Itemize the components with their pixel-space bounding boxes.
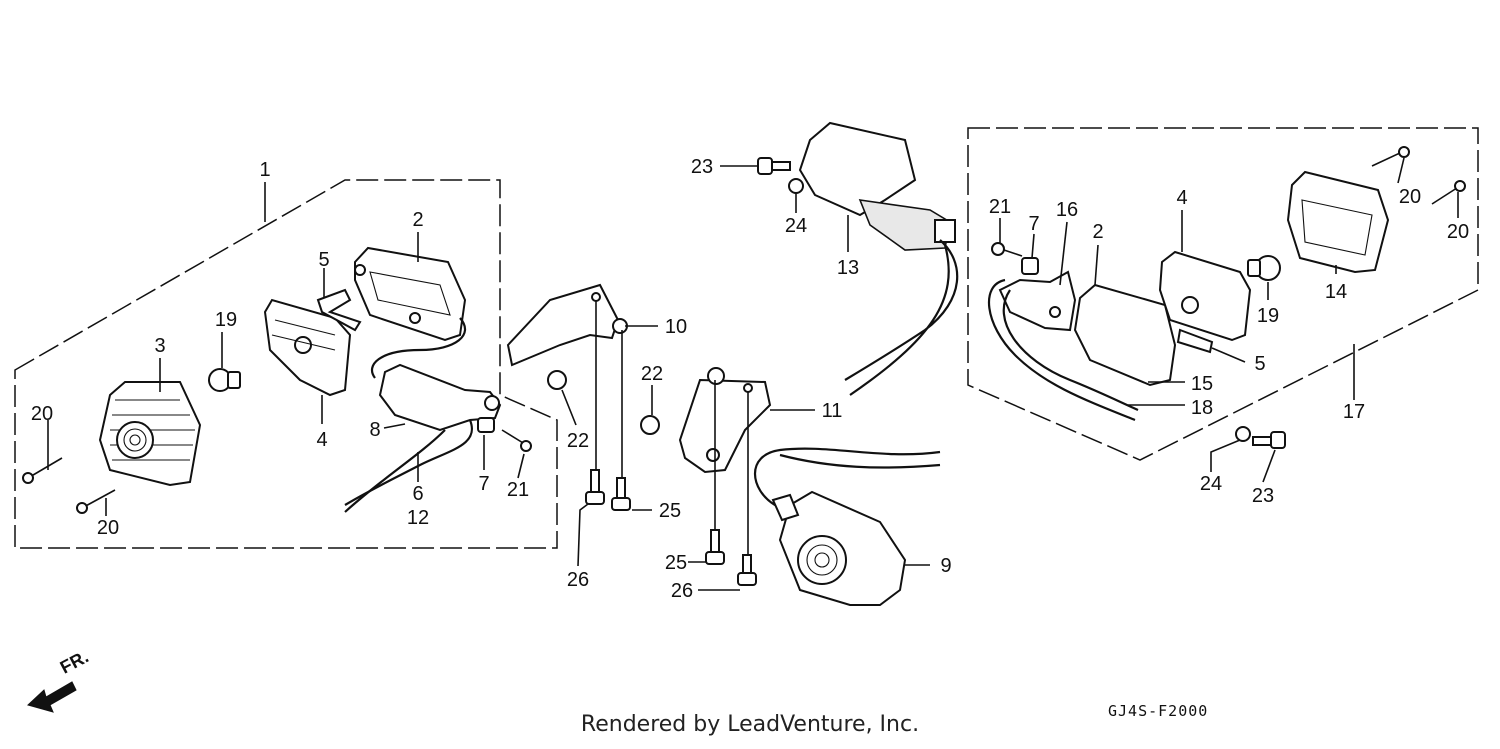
rear-lamp-13	[798, 121, 956, 251]
callout-26-b: 26	[671, 580, 693, 602]
callout-23-b: 23	[1252, 485, 1274, 507]
callout-8: 8	[369, 419, 380, 441]
callout-5-right: 5	[1254, 353, 1265, 375]
case-right	[1073, 283, 1177, 387]
callout-3: 3	[154, 335, 165, 357]
callout-15: 15	[1191, 373, 1213, 395]
callout-24-a: 24	[785, 215, 807, 237]
callout-20-c: 20	[1399, 186, 1421, 208]
nut-22-a	[547, 370, 567, 390]
bolt-23-top	[757, 157, 804, 194]
callout-11: 11	[822, 400, 843, 422]
callout-22-a: 22	[567, 430, 589, 452]
case-left	[354, 246, 467, 342]
callout-2-right: 2	[1092, 221, 1103, 243]
bolt-26-b	[737, 554, 757, 586]
left-assembly-boundary	[14, 179, 558, 549]
callout-20-d: 20	[1447, 221, 1469, 243]
callout-4-right: 4	[1176, 187, 1187, 209]
callout-24-b: 24	[1200, 473, 1222, 495]
screw-left-b	[76, 489, 116, 514]
callout-21-left: 21	[507, 479, 529, 501]
socket-housing-left	[263, 298, 352, 397]
callout-21-right: 21	[989, 196, 1011, 218]
callout-20-a: 20	[31, 403, 53, 425]
bracket-10	[506, 283, 628, 367]
right-assembly-boundary	[967, 127, 1479, 461]
callout-25-b: 25	[665, 552, 687, 574]
callout-14: 14	[1325, 281, 1347, 303]
callout-10: 10	[665, 316, 687, 338]
callout-12: 12	[407, 507, 429, 529]
nut-22-b	[640, 415, 660, 435]
front-lens-left	[98, 381, 202, 487]
callout-7-right: 7	[1028, 213, 1039, 235]
callout-18: 18	[1191, 397, 1213, 419]
front-direction-arrow-icon	[27, 681, 77, 713]
socket-housing-right	[1158, 250, 1252, 342]
bulb-right	[1247, 255, 1281, 281]
screw-right-b	[1431, 180, 1466, 205]
callout-2-left: 2	[412, 209, 423, 231]
screw-21-left	[501, 429, 532, 452]
bulb-left	[208, 368, 241, 392]
callout-19-left: 19	[215, 309, 237, 331]
callout-26-a: 26	[567, 569, 589, 591]
wire-lamp-9	[753, 447, 941, 506]
callout-19-right: 19	[1257, 305, 1279, 327]
callout-16: 16	[1056, 199, 1078, 221]
callout-23-a: 23	[691, 156, 713, 178]
nut-7-right	[1021, 257, 1039, 275]
bolt-25-b	[705, 529, 725, 565]
callout-25-a: 25	[659, 500, 681, 522]
callout-22-b: 22	[641, 363, 663, 385]
bracket-11	[678, 367, 772, 474]
front-lens-right	[1286, 170, 1390, 274]
callout-4-left: 4	[316, 429, 327, 451]
wire-harness-right	[987, 278, 1139, 422]
leader-lines	[47, 157, 1459, 591]
callout-9: 9	[940, 555, 951, 577]
bolt-26-a	[585, 469, 605, 505]
callout-20-b: 20	[97, 517, 119, 539]
callout-1: 1	[259, 159, 270, 181]
screw-right-a	[1371, 146, 1410, 167]
nut-left	[477, 417, 495, 433]
wire-lead-left	[344, 429, 446, 513]
rear-lamp-9	[771, 490, 907, 606]
screw-left-a	[22, 457, 63, 484]
callout-5-left: 5	[318, 249, 329, 271]
clip-right	[1176, 328, 1214, 354]
wire-lamp-13	[844, 239, 959, 396]
footer-credit: Rendered by LeadVenture, Inc.	[580, 712, 920, 737]
socket-right	[998, 270, 1077, 332]
bolt-25-a	[611, 477, 631, 511]
clip-left	[316, 288, 362, 332]
diagram-code: GJ4S-F2000	[1108, 702, 1209, 720]
callout-6: 6	[412, 483, 423, 505]
screw-21-right	[991, 242, 1023, 257]
callout-7-left: 7	[478, 473, 489, 495]
bolt-23-bottom	[1235, 426, 1286, 449]
socket-left	[378, 363, 502, 432]
callout-13: 13	[837, 257, 859, 279]
callout-17: 17	[1343, 401, 1365, 423]
